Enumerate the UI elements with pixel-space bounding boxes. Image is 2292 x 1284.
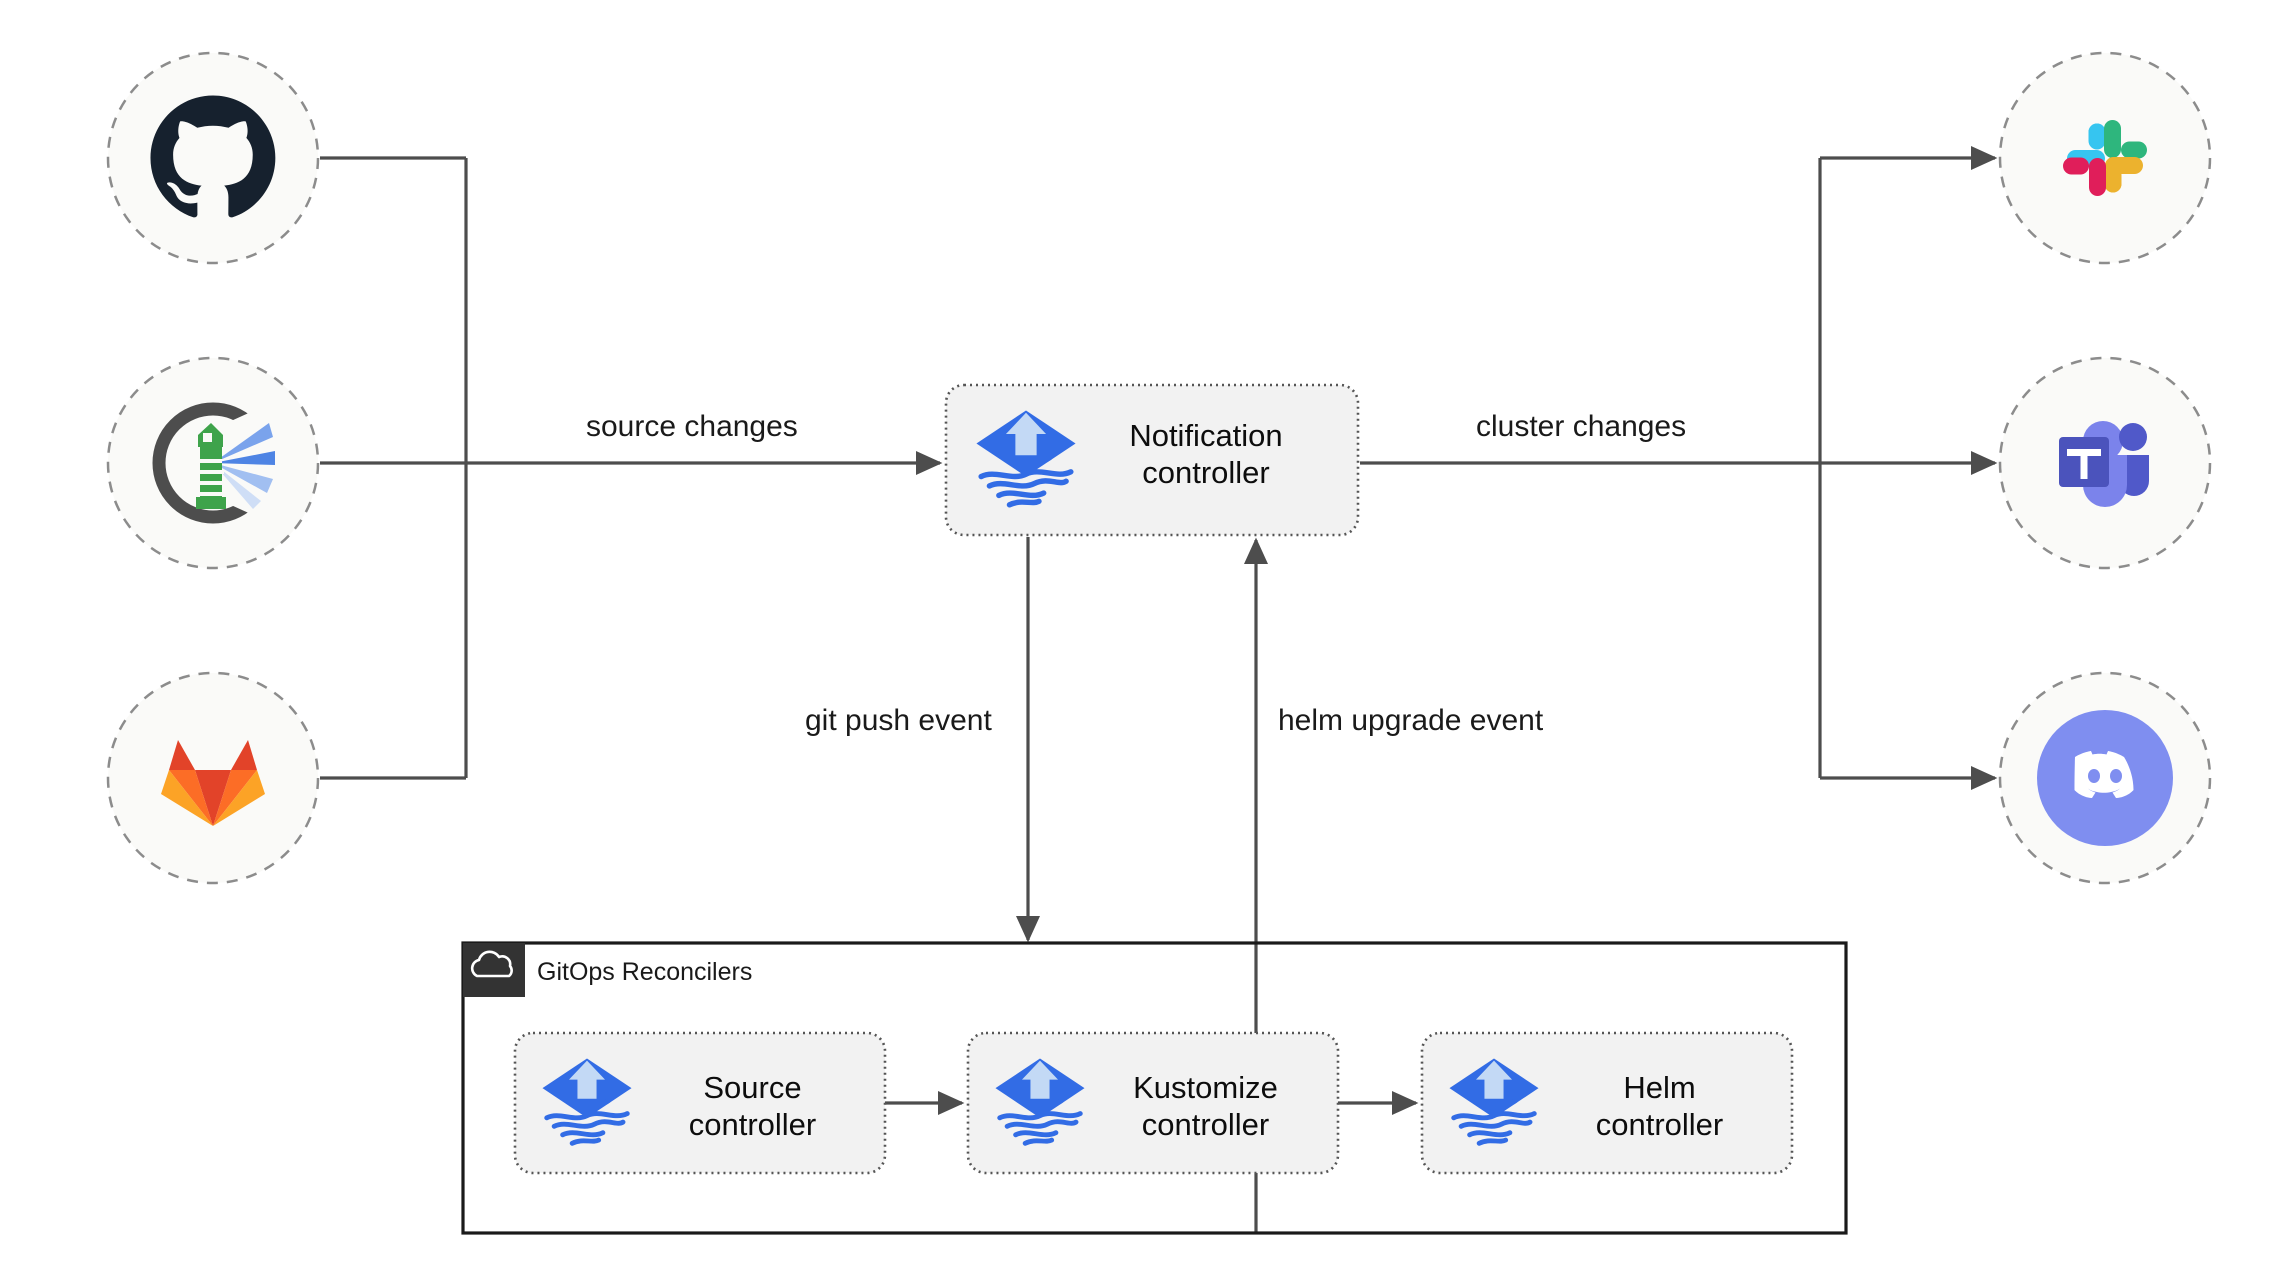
edge-label-helm-upgrade-event: helm upgrade event: [1278, 704, 1544, 737]
target-node-teams[interactable]: [1998, 356, 2212, 570]
cloud-icon: [470, 950, 513, 978]
flux-logo-icon: [976, 410, 1076, 508]
target-node-discord[interactable]: [1998, 671, 2212, 885]
target-node-slack[interactable]: [1998, 51, 2212, 265]
source-node-gitlab[interactable]: [106, 671, 320, 885]
gitlab-icon: [161, 740, 265, 826]
group-title-gitops-reconcilers: GitOps Reconcilers: [537, 958, 753, 986]
node-notification-controller[interactable]: [944, 383, 1360, 537]
discord-icon: [2037, 710, 2173, 846]
source-node-github[interactable]: [106, 51, 320, 265]
slack-icon: [2063, 120, 2147, 196]
source-node-flux[interactable]: [106, 356, 320, 570]
node-label-source-controller: Source controller: [688, 1070, 817, 1142]
github-icon: [150, 95, 276, 218]
node-helm-controller[interactable]: [1420, 1031, 1794, 1175]
node-label-helm-controller: Helm controller: [1595, 1070, 1724, 1142]
node-source-controller[interactable]: [513, 1031, 887, 1175]
edge-label-cluster-changes: cluster changes: [1476, 410, 1687, 443]
node-kustomize-controller[interactable]: [966, 1031, 1340, 1175]
edge-cluster-changes: [1360, 146, 1998, 790]
edge-source-changes: [320, 156, 943, 780]
flux-lighthouse-icon: [152, 401, 275, 525]
gitops-reconcilers-group: [461, 941, 1848, 1235]
node-label-kustomize-controller: Kustomize controller: [1133, 1070, 1278, 1142]
edge-label-git-push-event: git push event: [805, 704, 992, 737]
edge-label-source-changes: source changes: [586, 410, 798, 443]
microsoft-teams-icon: [2059, 421, 2149, 507]
node-label-notification-controller: Notification controller: [1129, 418, 1283, 490]
